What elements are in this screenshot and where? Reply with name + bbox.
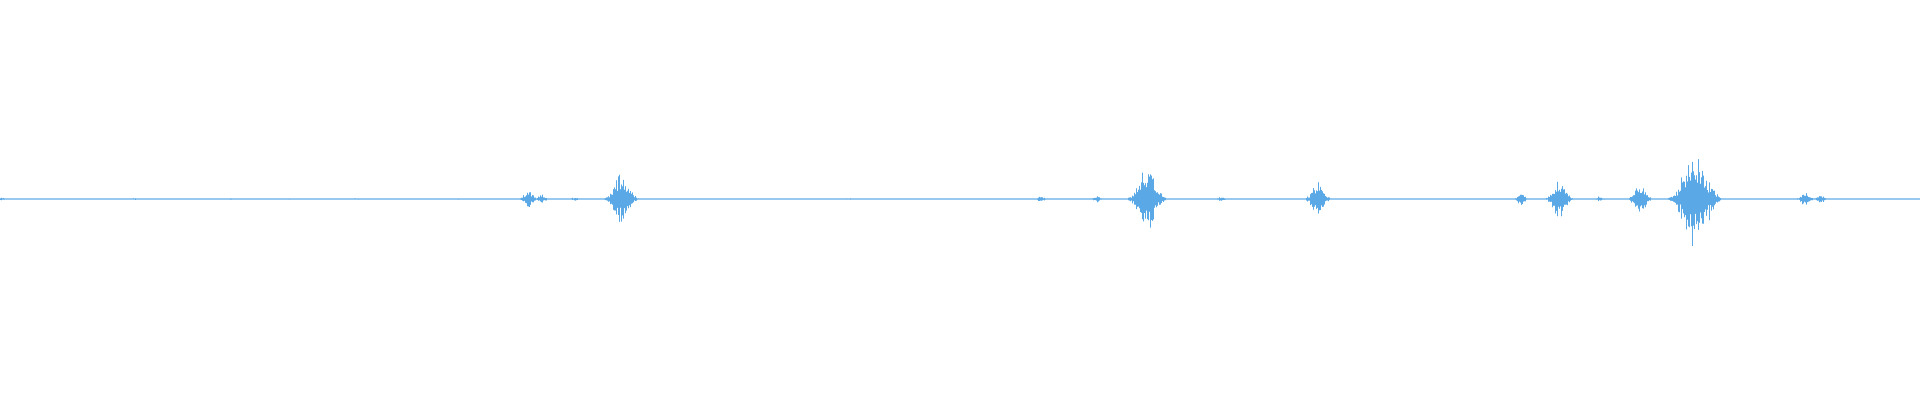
waveform-channel bbox=[0, 159, 1920, 246]
waveform-samples bbox=[0, 159, 1920, 246]
